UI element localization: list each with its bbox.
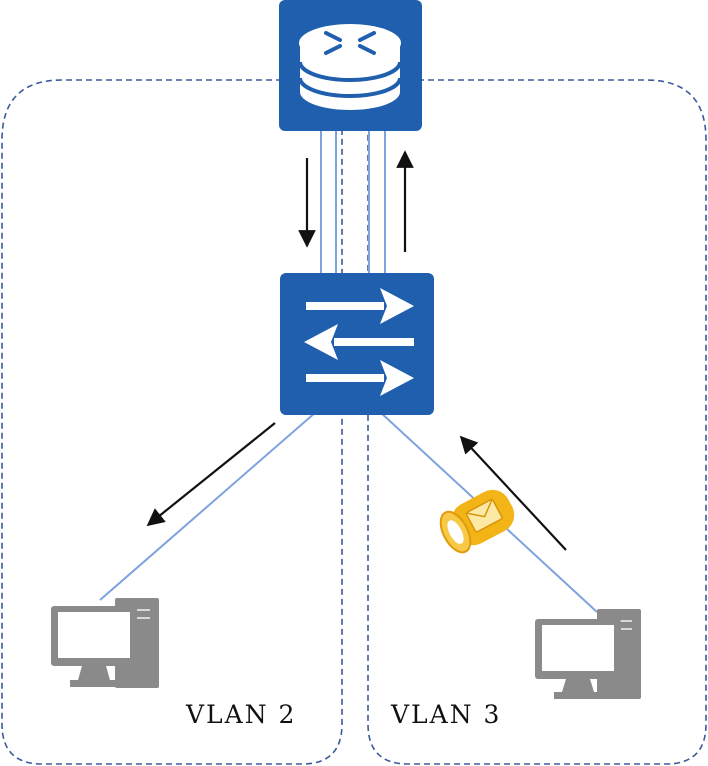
computer-icon	[535, 609, 641, 699]
computer-icon	[51, 598, 159, 688]
vlan2-label: VLAN 2	[186, 700, 297, 729]
mail-packet-icon	[439, 489, 515, 554]
vlan3-region	[367, 79, 707, 765]
router-icon	[279, 0, 422, 131]
vlan3-label: VLAN 3	[391, 700, 502, 729]
access-link-left	[99, 411, 317, 601]
switch-icon	[280, 273, 434, 415]
arrow-right-pc-to-switch	[459, 435, 567, 551]
arrow-switch-to-left-pc	[146, 422, 276, 527]
vlan2-region	[1, 79, 343, 765]
trunk-links	[320, 128, 386, 275]
